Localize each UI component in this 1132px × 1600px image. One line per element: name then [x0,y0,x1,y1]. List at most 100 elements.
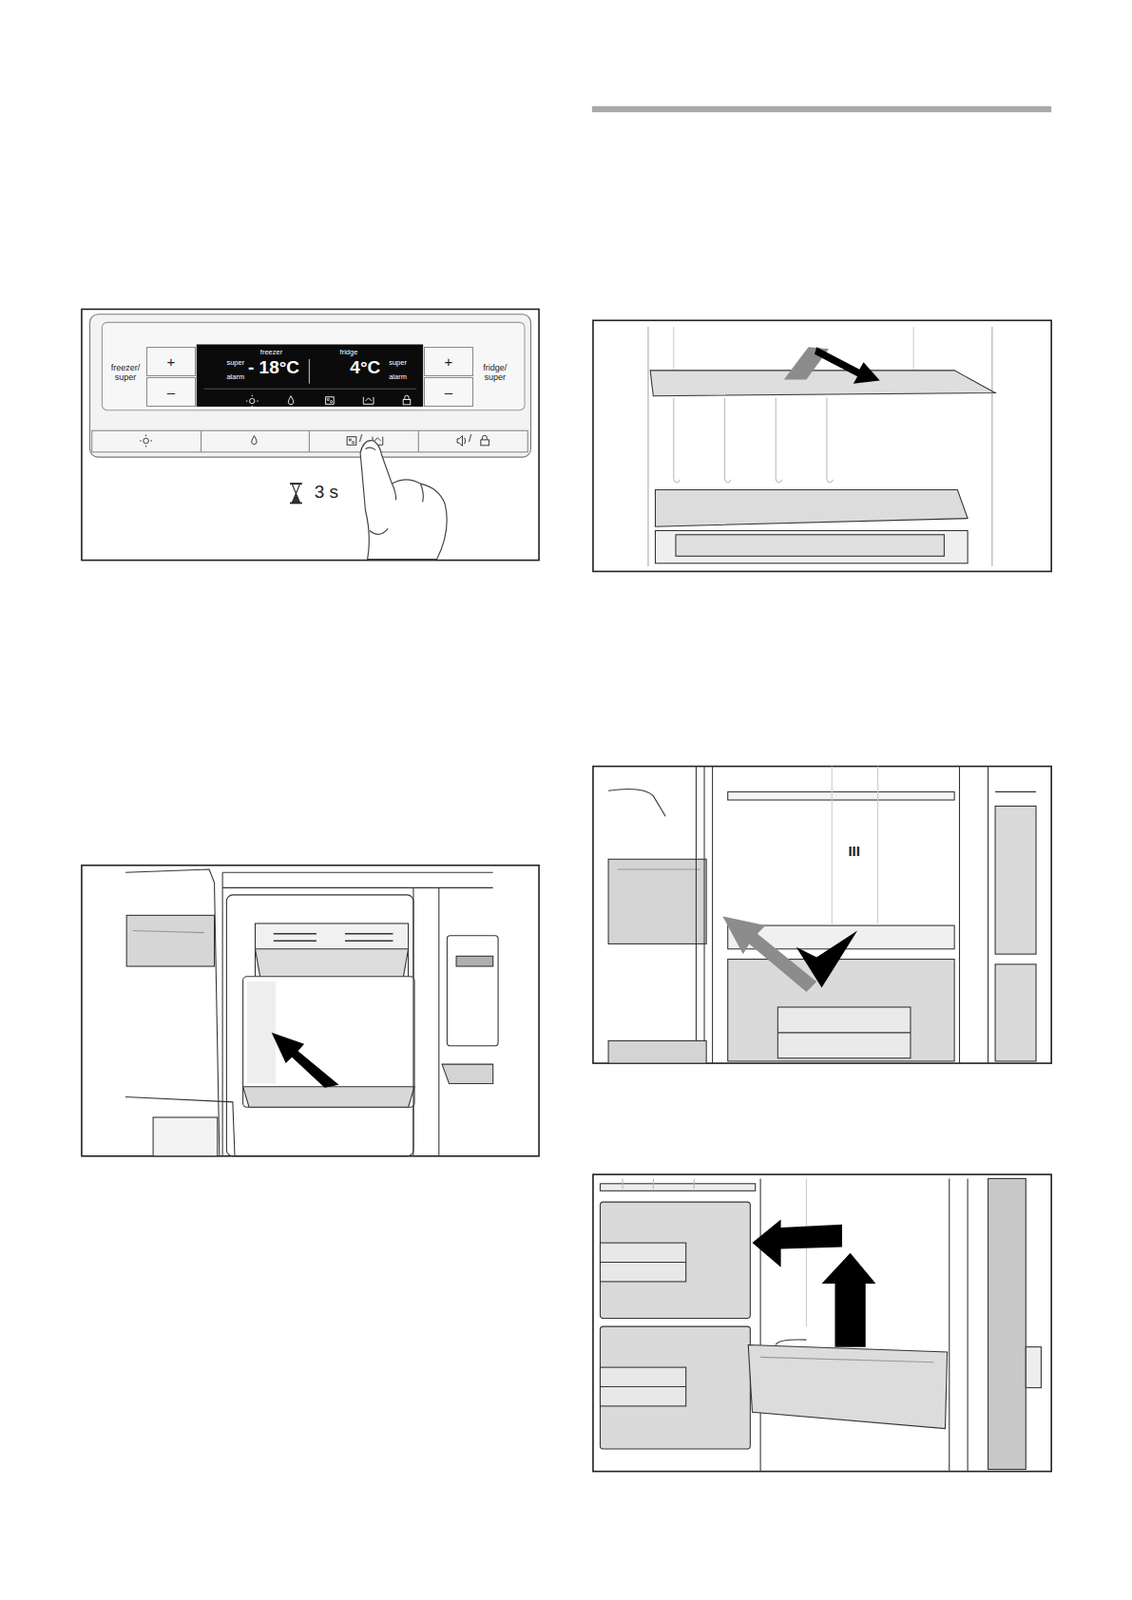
control-panel-figure-part-part [374,438,381,442]
fridge-shelf-figure-part [672,326,674,373]
control-panel-figure-part [81,308,539,560]
door-bin-figure-part-part [622,1178,624,1190]
control-panel-figure-part [308,430,310,453]
button-symbol: – [167,384,175,400]
control-panel-figure [81,308,539,560]
door-bin-figure-part [751,1219,843,1267]
freezer-ice-figure-part [456,956,494,967]
control-panel-figure-part-part [480,440,490,446]
door-bin-figure [593,1174,1052,1473]
control-panel-figure-part-part [145,435,147,438]
temperature-readout: 4°C [349,358,381,379]
door-bin-figure-part-part [652,1178,654,1190]
control-panel-figure-part [289,483,303,503]
door-bin-figure-part [599,1386,686,1388]
control-panel-figure-part [204,388,417,390]
control-button: – [146,377,197,407]
control-panel-figure-part [418,430,420,453]
fridge-shelf-figure-part [991,326,993,567]
control-panel-figure-part-part [291,493,301,503]
fridge-shelf-figure-part [673,398,834,483]
door-bin-figure-part [822,1253,877,1348]
door-bin-figure-part [593,1174,1052,1473]
control-panel-figure-part-part [143,438,150,444]
door-bin-figure-part [1025,1347,1041,1389]
glass-shelf-figure [593,767,1052,1065]
control-panel-figure-part-part [246,401,249,403]
control-panel-figure-part-part [251,436,258,445]
freezer-ice-figure-part [273,940,317,942]
duration-label: 3 s [314,482,339,502]
glass-shelf-figure-part [728,791,955,801]
fridge-shelf-figure-part-part [724,398,730,483]
glass-shelf-figure-part [711,767,713,1065]
glass-shelf-figure-part [608,1040,707,1064]
door-bin-figure-part [805,1178,807,1327]
glass-shelf-figure-part [777,1032,911,1034]
button-label: fridge/ super [477,364,515,383]
separator: / [359,433,363,445]
fridge-shelf-figure-part [647,326,649,567]
door-bin-figure-part [948,1178,950,1472]
control-panel-figure-part-part [139,440,142,442]
glass-shelf-figure-part [608,789,666,818]
control-panel-figure-part-part [464,438,466,444]
fridge-shelf-figure-part [593,320,1052,572]
heading-rule-part [592,106,1052,113]
control-panel-figure-part [200,430,202,453]
status-word: alarm [388,373,407,382]
door-bin-figure-part [775,1340,806,1346]
freezer-ice-figure-part [271,1033,340,1089]
control-panel-figure-part-part [329,401,332,403]
level-mark: III [847,844,861,860]
glass-shelf-figure-part [877,767,879,924]
glass-shelf-figure-part [703,767,705,1065]
control-panel-figure-part-part [249,398,255,403]
control-panel-figure-part-part [369,528,388,535]
temperature-readout: - 18°C [248,358,300,379]
door-bin-figure-part [599,1326,750,1450]
zone-title: fridge [340,348,359,357]
control-panel-figure-part-part [291,483,301,494]
freezer-ice-figure-part [412,887,414,1156]
freezer-ice-figure-part [243,977,415,1108]
button-symbol: + [444,354,454,369]
control-panel-figure-part [196,345,423,406]
zone-title: freezer [260,348,283,357]
freezer-ice-figure-part [222,872,494,874]
freezer-ice-figure-part [438,887,440,1156]
control-panel-figure-part-part [363,397,374,405]
freezer-ice-figure-part [125,1097,235,1157]
control-panel-figure-part [308,359,310,384]
heading-rule [592,106,1052,113]
glass-shelf-figure-part [593,767,1052,1065]
control-panel-figure-part [92,430,529,453]
control-panel-figure-part-part [404,395,409,400]
freezer-ice-figure-part [126,915,214,967]
control-panel-figure-part [139,435,489,448]
control-panel-figure-part-part [287,396,294,405]
control-panel-figure-part [101,322,525,410]
freezer-ice-figure-part [441,1064,494,1084]
control-panel-figure-part-part [145,445,147,448]
control-button: – [423,377,475,407]
freezer-ice-figure-part [125,869,220,1157]
fridge-shelf-figure-part-part [775,398,782,483]
door-bin-figure-part [599,1243,686,1283]
freezer-ice-figure-part [81,865,539,1157]
button-symbol: – [444,384,453,400]
fridge-shelf-figure [593,320,1052,572]
status-word: super [388,359,407,367]
fridge-shelf-figure-part [650,370,996,397]
control-panel-figure-part-part [326,398,329,401]
separator: / [468,433,472,445]
fridge-shelf-figure-part-part [673,398,680,483]
control-panel-figure-part-part [352,441,355,444]
freezer-ice-figure-part [345,940,393,942]
freezer-ice-figure-part [254,923,408,979]
freezer-ice-figure [81,865,539,1157]
door-bin-figure-part [599,1184,755,1192]
control-panel-figure-part-part [481,435,487,441]
freezer-ice-figure-part [345,933,393,936]
